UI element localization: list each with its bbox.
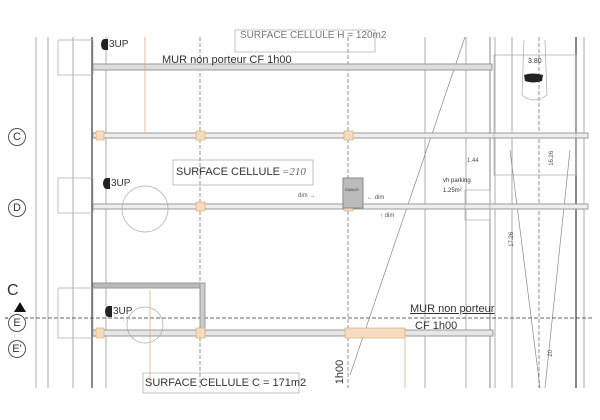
dim-left: dim →	[298, 193, 316, 199]
car-width-dim: 3.80	[528, 58, 542, 65]
axis-marker-e: E	[8, 314, 26, 332]
vh-parking-area: 1.25m²	[443, 188, 462, 194]
surface-cellule-label: SURFACE CELLULE	[176, 166, 280, 178]
stair-marker: 3UP	[101, 39, 128, 50]
axis-marker-e-prime: E'	[8, 340, 26, 358]
dim-20: 20	[548, 349, 555, 357]
section-triangle-icon	[14, 302, 26, 312]
dim-up: ↑ dim	[380, 213, 395, 219]
dim-right: ← dim	[367, 195, 385, 201]
axis-marker-c: C	[8, 128, 26, 146]
vh-parking-label: vh parking	[443, 178, 471, 184]
stair-marker: 3UP	[103, 178, 130, 189]
axis-marker-d: D	[8, 199, 26, 217]
car-icon	[524, 73, 543, 83]
dim-1726: 17.26	[509, 231, 516, 247]
top-surface-label: SURFACE CELLULE H = 120m2	[240, 30, 387, 41]
mur-bottom-label: MUR non porteur	[410, 303, 495, 315]
knauf-label: KNAUS	[345, 187, 359, 192]
section-marker-label: C	[7, 282, 19, 299]
surface-cellule-value: =210	[282, 166, 306, 178]
surface-cellule-c-label: SURFACE CELLULE C = 171m2	[145, 377, 307, 389]
mur-top-label: MUR non porteur CF 1h00	[162, 54, 292, 66]
fire-rating-vertical: 1h00	[334, 359, 347, 385]
knauf-box	[342, 177, 364, 209]
dim-144: 1.44	[467, 158, 479, 164]
stair-marker: 3UP	[105, 306, 132, 317]
dim-1626: 16.26	[549, 150, 556, 166]
mur-bottom-rating: CF 1h00	[415, 320, 458, 332]
